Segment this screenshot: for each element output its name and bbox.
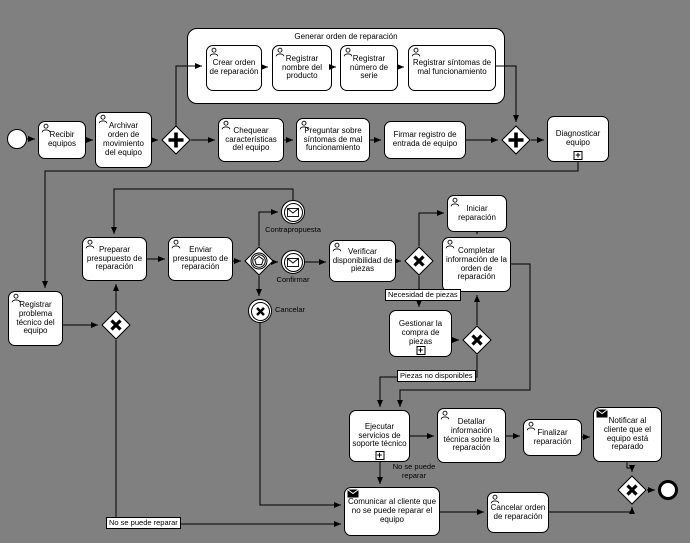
task-label: Registrar número de serie [349, 53, 389, 81]
task-firmar-registro[interactable]: Firmar registro de entrada de equipo [384, 121, 466, 159]
task-iniciar-reparacion[interactable]: Iniciar reparación [447, 195, 507, 232]
task-finalizar-reparacion[interactable]: Finalizar reparación [523, 419, 582, 456]
task-label: Gestionar la compra de piezas [398, 319, 443, 346]
flow-label-necesidad-piezas: Necesidad de piezas [385, 289, 461, 302]
exclusive-gateway-compra[interactable] [462, 325, 492, 355]
task-chequear-caracteristicas[interactable]: Chequear características del equipo [218, 118, 284, 162]
task-label: Registrar síntomas de mal funcionamiento [412, 58, 492, 76]
task-comunicar-no-reparable[interactable]: Comunicar al cliente que no se puede rep… [344, 487, 440, 536]
user-icon [98, 114, 108, 124]
user-icon [450, 197, 460, 207]
subprocess-plus-icon: + [573, 150, 583, 160]
user-icon [209, 47, 219, 57]
parallel-gateway-1[interactable] [161, 125, 191, 155]
task-label: Chequear características del equipo [225, 125, 277, 153]
send-message-icon [596, 409, 608, 418]
cancel-event-cancelar[interactable] [248, 299, 272, 323]
task-label: Preparar presupuesto de reparación [86, 244, 143, 272]
task-registrar-problema[interactable]: Registrar problema técnico del equipo [8, 291, 63, 346]
parallel-gateway-2[interactable] [501, 125, 531, 155]
exclusive-gateway-piezas[interactable] [404, 246, 434, 276]
task-crear-orden-de-reparacion[interactable]: Crear orden de reparación [206, 45, 262, 91]
task-label: Enviar presupuesto de reparación [172, 244, 229, 272]
user-icon [41, 123, 51, 133]
event-label-confirmar: Confirmar [276, 275, 310, 284]
cancel-x-icon [255, 306, 266, 317]
task-label: Cancelar orden de reparación [490, 502, 546, 521]
user-icon [11, 293, 21, 303]
task-label: Completar información de la orden de rep… [446, 245, 507, 282]
user-icon [411, 47, 421, 57]
user-icon [440, 410, 450, 420]
user-icon [221, 120, 231, 130]
user-icon [490, 494, 500, 504]
flow-label-piezas-no-disponibles: Piezas no disponibles [397, 370, 476, 383]
end-event[interactable] [658, 480, 678, 500]
task-label: Firmar registro de entrada de equipo [392, 130, 458, 148]
send-message-icon [347, 489, 359, 498]
user-icon [85, 239, 95, 249]
task-preguntar-sintomas[interactable]: Preguntar sobre síntomas de mal funciona… [296, 118, 370, 162]
start-event[interactable] [7, 129, 27, 149]
envelope-icon [287, 207, 299, 217]
event-label-cancelar: Cancelar [275, 305, 306, 314]
task-label: Preguntar sobre síntomas de mal funciona… [303, 125, 363, 153]
task-label: Archivar orden de movimiento del equipo [103, 121, 144, 157]
task-label: Registrar nombre del producto [281, 53, 323, 81]
task-preparar-presupuesto[interactable]: Preparar presupuesto de reparación [82, 237, 147, 281]
task-label: Detallar información técnica sobre la re… [443, 416, 500, 453]
user-icon [171, 239, 181, 249]
user-icon [526, 421, 536, 431]
exclusive-gateway-merge-end[interactable] [617, 475, 647, 505]
event-gateway-icon [250, 252, 268, 270]
task-label: Iniciar reparación [458, 203, 496, 222]
parallel-gateway-icon [508, 132, 524, 148]
task-label: Notificar al cliente que el equipo está … [603, 415, 652, 452]
task-enviar-presupuesto[interactable]: Enviar presupuesto de reparación [168, 237, 233, 281]
message-event-confirmar[interactable] [281, 250, 305, 274]
event-label-contrapropuesta: Contrapropuesta [265, 225, 321, 234]
task-notificar-cliente-reparado[interactable]: Notificar al cliente que el equipo está … [593, 407, 662, 462]
user-icon [343, 47, 353, 57]
envelope-icon [287, 257, 299, 267]
user-icon [275, 47, 285, 57]
event-based-gateway[interactable] [244, 246, 274, 276]
task-registrar-sintomas[interactable]: Registrar síntomas de mal funcionamiento [408, 45, 496, 91]
exclusive-gateway-icon [626, 484, 638, 496]
flow-label-no-se-puede-reparar-bottom: No se puede reparar [106, 517, 181, 530]
task-verificar-disponibilidad[interactable]: Verificar disponibilidad de piezas [329, 240, 396, 282]
task-label: Crear orden de reparación [209, 58, 259, 76]
task-label: Comunicar al cliente que no se puede rep… [347, 497, 437, 524]
exclusive-gateway-icon [413, 255, 425, 267]
task-detallar-informacion[interactable]: Detallar información técnica sobre la re… [437, 408, 506, 463]
task-recibir-equipos[interactable]: Recibir equipos [38, 121, 86, 159]
task-registrar-numero-serie[interactable]: Registrar número de serie [340, 45, 398, 91]
exclusive-gateway-icon [471, 334, 483, 346]
message-event-contrapropuesta[interactable] [281, 200, 305, 224]
exclusive-gateway-icon [110, 319, 122, 331]
task-label: Ejecutar servicios de soporte técnico [352, 421, 407, 449]
task-diagnosticar-equipo[interactable]: Diagnosticar equipo + [547, 116, 609, 162]
user-icon [445, 239, 455, 249]
parallel-gateway-icon [168, 132, 184, 148]
subprocess-group-title: Generar orden de reparación [294, 32, 398, 41]
task-archivar-orden[interactable]: Archivar orden de movimiento del equipo [95, 112, 152, 168]
task-label: Finalizar reparación [533, 427, 572, 446]
task-completar-informacion[interactable]: Completar información de la orden de rep… [442, 237, 511, 292]
exclusive-gateway-repair-decision[interactable] [101, 310, 131, 340]
subprocess-plus-icon: + [416, 345, 425, 355]
task-label: Recibir equipos [47, 130, 77, 148]
task-ejecutar-soporte-tecnico[interactable]: Ejecutar servicios de soporte técnico + [349, 410, 410, 462]
task-label: Diagnosticar equipo [555, 129, 601, 147]
task-label: Registrar problema técnico del equipo [16, 299, 55, 336]
flow-label-no-se-puede-reparar-top: No se puede reparar [392, 462, 436, 480]
task-label: Verificar disponibilidad de piezas [332, 246, 393, 274]
task-cancelar-orden[interactable]: Cancelar orden de reparación [487, 492, 549, 533]
user-icon [299, 120, 309, 130]
user-icon [332, 242, 342, 252]
task-registrar-nombre-producto[interactable]: Registrar nombre del producto [272, 45, 332, 91]
subprocess-plus-icon: + [375, 450, 384, 460]
task-gestionar-compra-piezas[interactable]: Gestionar la compra de piezas + [389, 310, 452, 357]
subprocess-group-generar-orden[interactable]: Generar orden de reparación Crear orden … [187, 28, 505, 104]
